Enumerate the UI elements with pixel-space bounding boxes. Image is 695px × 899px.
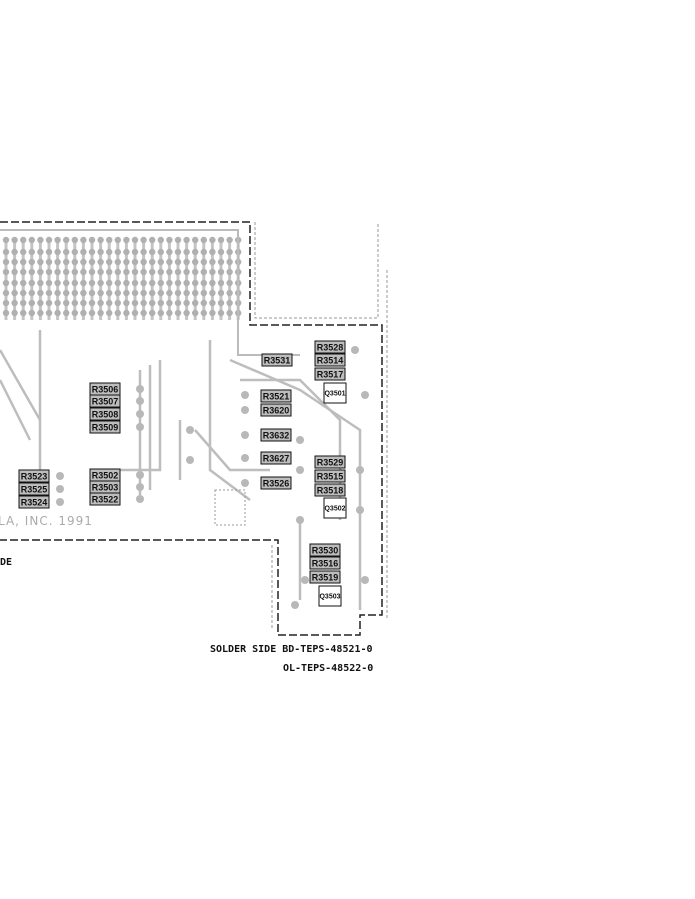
- resistor-label: R3526: [263, 479, 290, 489]
- transistor-label: Q3503: [319, 594, 340, 601]
- resistor-r3507: R3507: [89, 394, 121, 408]
- resistor-r3529: R3529: [314, 455, 346, 469]
- resistor-r3531: R3531: [261, 353, 293, 367]
- transistor-label: Q3501: [324, 391, 345, 398]
- resistor-r3632: R3632: [260, 428, 292, 442]
- resistor-r3524: R3524: [18, 495, 50, 509]
- resistor-r3627: R3627: [260, 451, 292, 465]
- resistor-label: R3519: [312, 573, 339, 583]
- resistor-r3528: R3528: [314, 340, 346, 354]
- resistor-r3517: R3517: [314, 367, 346, 381]
- resistor-label: R3515: [317, 472, 344, 482]
- copyright-text: LA, INC. 1991: [0, 514, 93, 528]
- resistor-label: R3509: [92, 423, 119, 433]
- resistor-label: R3531: [264, 356, 291, 366]
- resistor-r3526: R3526: [260, 476, 292, 490]
- resistor-label: R3514: [317, 356, 344, 366]
- resistor-r3530: R3530: [309, 543, 341, 557]
- resistor-label: R3627: [263, 454, 290, 464]
- transistor-q3502: Q3502: [323, 497, 347, 519]
- copper-traces: [0, 229, 369, 610]
- resistor-label: R3518: [317, 486, 344, 496]
- resistor-r3506: R3506: [89, 382, 121, 396]
- resistor-label: R3521: [263, 392, 290, 402]
- resistor-r3519: R3519: [309, 570, 341, 584]
- resistor-label: R3632: [263, 431, 290, 441]
- caption-overlay-number: OL-TEPS-48522-0: [283, 663, 373, 674]
- side-label-fragment: DE: [0, 557, 12, 568]
- resistor-label: R3508: [92, 410, 119, 420]
- resistor-r3518: R3518: [314, 483, 346, 497]
- resistor-label: R3522: [92, 495, 119, 505]
- resistor-label: R3525: [21, 485, 48, 495]
- resistor-r3514: R3514: [314, 353, 346, 367]
- resistor-label: R3530: [312, 546, 339, 556]
- resistor-label: R3524: [21, 498, 48, 508]
- resistor-r3620: R3620: [260, 403, 292, 417]
- caption-board-number: SOLDER SIDE BD-TEPS-48521-0: [210, 644, 373, 655]
- transistor-label: Q3502: [324, 506, 345, 513]
- board-outline: [0, 221, 388, 636]
- transistor-q3501: Q3501: [323, 382, 347, 404]
- resistor-label: R3502: [92, 471, 119, 481]
- resistor-r3509: R3509: [89, 420, 121, 434]
- resistor-r3522: R3522: [89, 492, 121, 506]
- resistor-r3503: R3503: [89, 480, 121, 494]
- resistor-r3521: R3521: [260, 389, 292, 403]
- resistor-label: R3516: [312, 559, 339, 569]
- resistor-r3525: R3525: [18, 482, 50, 496]
- resistor-label: R3528: [317, 343, 344, 353]
- resistor-r3515: R3515: [314, 469, 346, 483]
- resistor-label: R3529: [317, 458, 344, 468]
- resistor-label: R3507: [92, 397, 119, 407]
- resistor-label: R3517: [317, 370, 344, 380]
- resistor-label: R3503: [92, 483, 119, 493]
- resistor-r3516: R3516: [309, 556, 341, 570]
- resistor-label: R3620: [263, 406, 290, 416]
- resistor-label: R3506: [92, 385, 119, 395]
- resistor-label: R3523: [21, 472, 48, 482]
- resistor-r3508: R3508: [89, 407, 121, 421]
- transistor-q3503: Q3503: [318, 585, 342, 607]
- resistor-r3502: R3502: [89, 468, 121, 482]
- resistor-r3523: R3523: [18, 469, 50, 483]
